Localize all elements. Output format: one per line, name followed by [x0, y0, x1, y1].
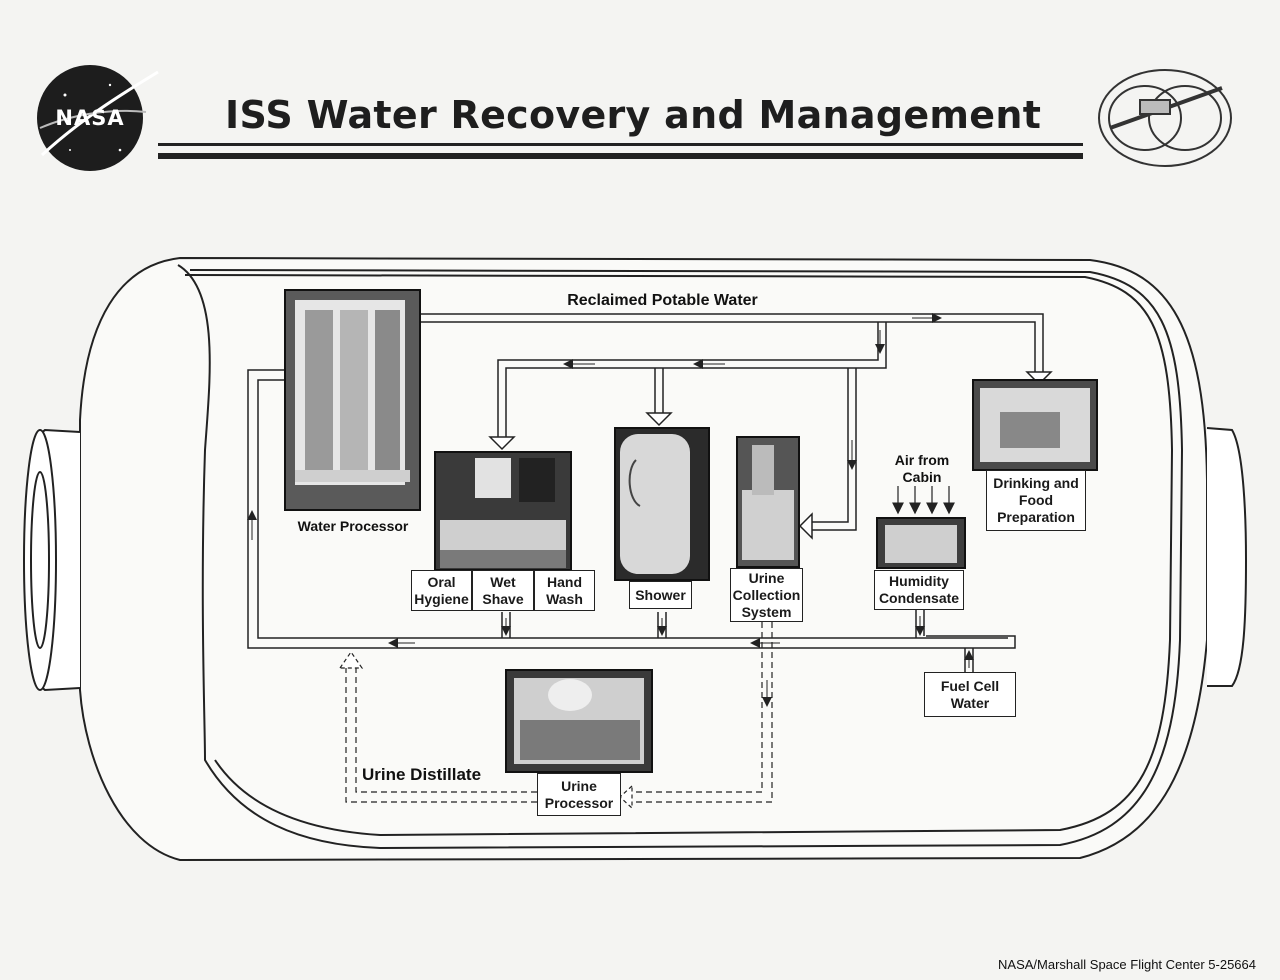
humidity-condensate-box: Humidity Condensate — [874, 570, 964, 610]
humidity-condensate-label: Humidity Condensate — [878, 573, 960, 606]
shower-label: Shower — [635, 586, 686, 603]
right-hatch — [1206, 427, 1248, 687]
urine-distillate-label: Urine Distillate — [362, 765, 482, 784]
oral-hygiene-label: Oral Hygiene — [414, 573, 469, 607]
title-rule-thick — [158, 153, 1083, 159]
left-hatch — [23, 428, 81, 692]
reclaimed-potable-water-label: Reclaimed Potable Water — [567, 292, 758, 309]
fuel-cell-water-label: Fuel Cell Water — [940, 677, 1000, 711]
credit-line: NASA/Marshall Space Flight Center 5-2566… — [998, 957, 1256, 972]
shower-photo — [614, 427, 710, 581]
urine-processor-box: Urine Processor — [537, 773, 621, 816]
water-processor-photo — [284, 289, 421, 511]
potable-water-lines — [420, 313, 1053, 540]
urine-processor-label: Urine Processor — [544, 777, 614, 811]
oral-hygiene-box: Oral Hygiene — [411, 570, 472, 611]
nasa-logo-text: NASA — [55, 106, 125, 130]
wet-shave-box: Wet Shave — [472, 570, 534, 611]
urine-collection-label: Urine Collection System — [732, 569, 801, 620]
urine-processor-photo — [505, 669, 653, 773]
wet-shave-label: Wet Shave — [482, 573, 524, 607]
air-from-cabin-label: Air from Cabin — [894, 452, 950, 485]
food-prep-photo — [972, 379, 1098, 471]
hygiene-station-photo — [434, 451, 572, 571]
drinking-food-box: Drinking and Food Preparation — [986, 470, 1086, 531]
urine-collection-box: Urine Collection System — [730, 568, 803, 622]
hand-wash-box: Hand Wash — [534, 570, 595, 611]
urine-lines — [345, 622, 773, 803]
shower-box: Shower — [629, 581, 692, 609]
humidity-condensate-photo — [876, 517, 966, 569]
page-title: ISS Water Recovery and Management — [225, 93, 1042, 137]
hand-wash-label: Hand Wash — [546, 573, 583, 607]
fuel-cell-water-box: Fuel Cell Water — [924, 672, 1016, 717]
urine-collection-photo — [736, 436, 800, 568]
nasa-logo-icon — [37, 65, 159, 171]
title-rule-thin — [158, 143, 1083, 146]
iss-emblem-icon — [1098, 69, 1232, 167]
drinking-food-label: Drinking and Food Preparation — [993, 475, 1079, 525]
water-processor-label: Water Processor — [297, 518, 409, 534]
